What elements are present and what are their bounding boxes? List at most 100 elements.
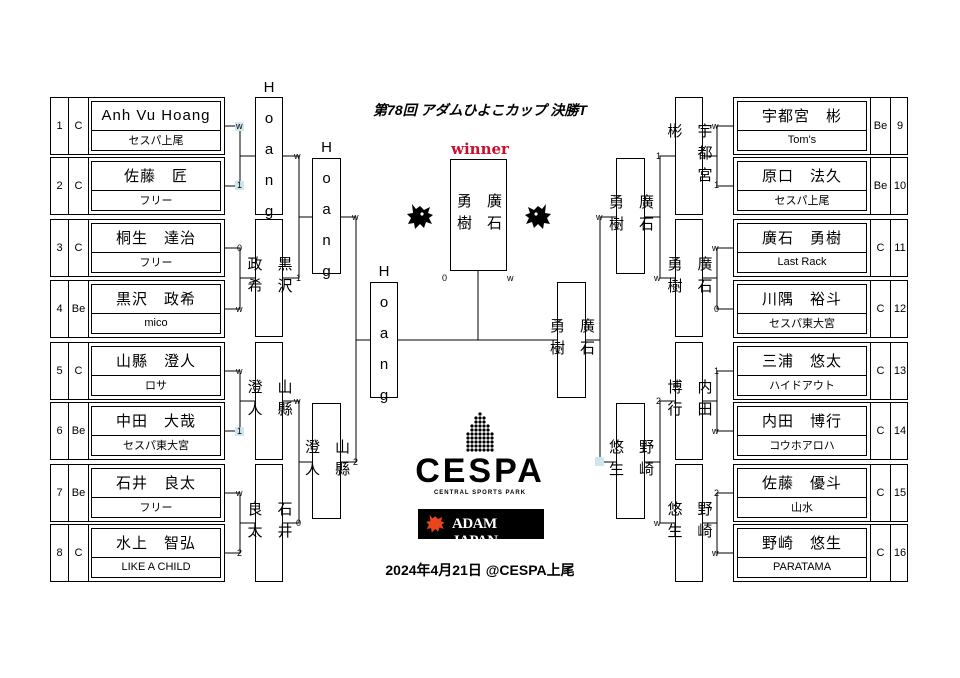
seed-number: 6 [51, 403, 69, 459]
score-final-right: w [507, 273, 514, 283]
score-right-r1-1-top: w [712, 121, 719, 131]
winner-name: 山縣 澄人 [303, 439, 350, 483]
score-right-r1-1-bottom: 1 [714, 180, 720, 190]
score-left-r1-2-bottom: w [236, 304, 243, 314]
score-right-r1-2-top: w [712, 243, 719, 253]
left-sf-connector [341, 216, 370, 463]
entry-left-7: 7 Be 石井 良太 フリー [50, 464, 225, 522]
right-r1-winner-2: 廣石 勇樹 [666, 219, 713, 337]
score-right-r1-4-top: 2 [714, 488, 720, 498]
player-team: ハイドアウト [769, 380, 835, 393]
score-highlight [235, 122, 244, 131]
seed-number: 16 [890, 525, 909, 581]
winner-name: Hoang [375, 262, 393, 418]
player-name: 原口 法久 [738, 162, 866, 191]
left-r1-winner-2: 黒沢 政希 [246, 219, 293, 337]
left-r1-winner-3: 山縣 澄人 [246, 342, 293, 460]
winner-name: 廣石 勇樹 [665, 256, 713, 300]
left-r1-connector-1 [224, 125, 255, 187]
winner-name: 内田 博行 [665, 379, 713, 423]
player-name: 石井 良太 [92, 469, 220, 498]
player-namebox: 佐藤 匠 フリー [91, 161, 221, 211]
final-connector [398, 271, 557, 341]
player-team: フリー [139, 195, 173, 208]
entry-left-6: 6 Be 中田 大哉 セスパ東大宮 [50, 402, 225, 460]
player-team: ロサ [145, 380, 167, 393]
left-qf-connector-2 [283, 400, 312, 524]
right-r1-winner-3: 内田 博行 [666, 342, 713, 460]
right-r1-connector-4 [703, 492, 733, 554]
player-name: 黒沢 政希 [92, 285, 220, 314]
player-team: セスパ上尾 [128, 135, 184, 148]
player-class: Be [69, 465, 89, 521]
player-name: 水上 智弘 [92, 529, 220, 558]
cespa-logo-subtitle: CENTRAL SPORTS PARK [433, 490, 527, 496]
player-team: PARATAMA [772, 561, 832, 574]
entry-right-12: 川隅 裕斗 セスパ東大宮 C 12 [733, 280, 908, 338]
left-r1-connector-4 [224, 492, 255, 554]
player-name: 中田 大哉 [92, 407, 220, 436]
player-namebox: 野崎 悠生 PARATAMA [737, 528, 867, 578]
player-name: 佐藤 匠 [92, 162, 220, 191]
adam-japan-banner: ADAM JAPAN [418, 509, 544, 549]
player-namebox: Anh Vu Hoang セスパ上尾 [91, 101, 221, 151]
seed-number: 14 [890, 403, 909, 459]
player-name: 佐藤 優斗 [738, 469, 866, 498]
winner-name: 石井 良太 [245, 501, 293, 545]
score-left-sf-bottom: 2 [353, 457, 359, 467]
winner-label: winner [451, 140, 509, 158]
seed-number: 4 [51, 281, 69, 337]
right-sf-winner: 廣石 勇樹 [548, 282, 595, 398]
seed-number: 15 [890, 465, 909, 521]
seed-number: 9 [890, 98, 909, 154]
player-namebox: 水上 智弘 LIKE A CHILD [91, 528, 221, 578]
entry-right-16: 野崎 悠生 PARATAMA C 16 [733, 524, 908, 582]
left-r1-connector-2 [224, 247, 255, 310]
right-qf-winner-2: 野崎 悠生 [607, 403, 654, 519]
entry-right-11: 廣石 勇樹 Last Rack C 11 [733, 219, 908, 277]
winner-name: 野崎 悠生 [665, 501, 713, 545]
right-r1-connector-3 [703, 370, 733, 432]
player-namebox: 石井 良太 フリー [91, 468, 221, 518]
left-sf-winner: Hoang [370, 263, 398, 418]
entry-left-1: 1 C Anh Vu Hoang セスパ上尾 [50, 97, 225, 155]
player-team: フリー [139, 502, 173, 515]
player-class: C [69, 220, 89, 276]
entry-left-4: 4 Be 黒沢 政希 mico [50, 280, 225, 338]
lion-crest-icon [407, 204, 433, 229]
right-r1-connector-1 [703, 125, 733, 187]
score-right-r1-3-bottom: w [712, 426, 719, 436]
player-namebox: 廣石 勇樹 Last Rack [737, 223, 867, 273]
left-r1-winner-1: Hoang [255, 79, 283, 234]
player-class: C [69, 525, 89, 581]
player-team: セスパ東大宮 [769, 318, 835, 331]
entry-right-9: 宇都宮 彬 Tom's Be 9 [733, 97, 908, 155]
entry-left-8: 8 C 水上 智弘 LIKE A CHILD [50, 524, 225, 582]
player-team: コウホアロハ [769, 440, 835, 453]
player-class: Be [870, 98, 890, 154]
player-namebox: 宇都宮 彬 Tom's [737, 101, 867, 151]
seed-number: 2 [51, 158, 69, 214]
winner-name: 廣石 勇樹 [607, 194, 654, 238]
entry-right-13: 三浦 悠太 ハイドアウト C 13 [733, 342, 908, 400]
player-class: C [870, 343, 890, 399]
score-highlight [235, 427, 244, 436]
score-right-qf-2-bottom: w [654, 518, 661, 528]
player-namebox: 原口 法久 セスパ上尾 [737, 161, 867, 211]
dot-matrix-tower-icon [466, 412, 494, 452]
score-left-r1-1-bottom: 1 [237, 180, 243, 190]
player-name: 桐生 達治 [92, 224, 220, 253]
score-left-qf-2-top: w [294, 396, 301, 406]
score-right-r1-3-top: 1 [714, 366, 720, 376]
player-team: mico [144, 317, 168, 330]
seed-number: 13 [890, 343, 909, 399]
player-team: LIKE A CHILD [121, 561, 191, 574]
score-highlight [595, 457, 604, 466]
winner-name: 宇都宮 彬 [665, 123, 713, 189]
champion-box: 廣石 勇樹 [450, 159, 507, 271]
score-left-r1-3-bottom: 1 [237, 426, 243, 436]
score-left-qf-1-top: w [294, 151, 301, 161]
left-r1-winner-4: 石井 良太 [246, 464, 293, 582]
player-namebox: 内田 博行 コウホアロハ [737, 406, 867, 456]
